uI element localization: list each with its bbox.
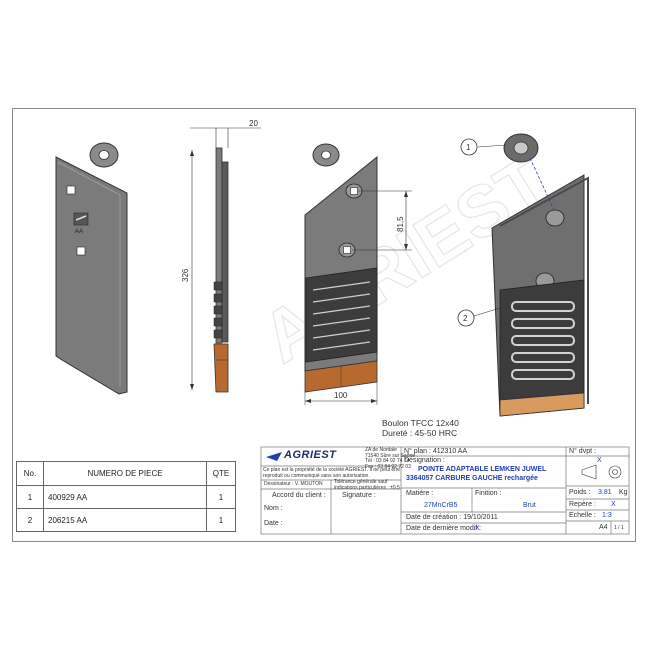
bolt-note: Boulon TFCC 12x40 Dureté : 45-50 HRC [382,418,459,438]
dvpt-label: N° dvpt : [569,448,596,455]
modif-label: Date de dernière modif : [406,525,482,532]
name-label: Nom : [264,505,283,512]
square-hole-bottom [76,246,86,256]
washer-front [89,142,119,168]
company-logo: AGRIEST [284,449,337,461]
plan-number: N° plan : 412310 AA [404,448,468,455]
row-no: 1 [16,485,44,509]
echelle-value: 1:3 [602,512,612,519]
view-side: 20 326 [181,119,261,393]
company-address: ZA de Nordale 71540 Sûre sur Saône Tél :… [365,447,416,470]
signature-label: Signature : [342,492,376,499]
echelle-label: Echelle : [569,512,596,519]
washer-assembly [312,143,340,167]
part-marking: AA [75,229,83,235]
bolt-note-line1: Boulon TFCC 12x40 [382,418,459,428]
balloon-1 [460,138,478,156]
view-assembly: 81,5 100 [304,143,412,405]
poids-label: Poids : [569,489,591,496]
view-isometric: 1 2 [457,133,589,417]
dim-hole-spacing: 81,5 [396,216,405,232]
poids-value: 3.81 [598,489,612,496]
row-part-number: 400929 AA [43,485,207,509]
dim-width: 100 [334,391,348,400]
balloon-2-label: 2 [463,314,468,323]
iso-washer [503,133,539,163]
matiere-label: Matière : [406,490,434,497]
iso-carbide-tip [499,392,585,417]
parts-table-header: No. NUMERO DE PIECE QTE [16,461,236,486]
dvpt-value: X [597,457,602,464]
creation-date: Date de création : 19/10/2011 [406,514,498,521]
matiere-value: 27MnCrB5 [424,502,458,509]
repere-value: X [611,501,616,508]
designation-line2: 3364057 CARBURE GAUCHE rechargée [406,475,538,482]
finition-label: Finition : [475,490,502,497]
paper-format: A4 [599,524,608,531]
row-qty: 1 [206,485,236,509]
carbide-plate [305,267,378,363]
projection-symbol [581,464,622,480]
row-no: 2 [16,508,44,532]
title-block-frame [260,446,630,535]
carbide-slots [312,281,371,351]
modif-value: X [475,525,480,532]
table-row: 2 206215 AA 1 [16,508,236,532]
side-carbide-ribs [213,281,223,339]
balloon-1-label: 1 [466,143,471,152]
finition-value: Brut [523,502,536,509]
iso-hole-top [545,209,565,227]
poids-unit: Kg [619,489,628,496]
dim-thickness: 20 [249,119,258,128]
row-part-number: 206215 AA [43,508,207,532]
repere-label: Repère : [569,501,596,508]
table-row: 1 400929 AA 1 [16,485,236,509]
agriest-mark [73,212,89,226]
designer-label: Dessinateur : V. MOUTON [264,481,323,487]
logo-icon [266,452,282,461]
header-part-number: NUMERO DE PIECE [43,461,207,486]
header-no: No. [16,461,44,486]
designation-line1: POINTE ADAPTABLE LEMKEN JUWEL [418,466,547,473]
bolt-note-line2: Dureté : 45-50 HRC [382,428,458,438]
side-carbide-tip [213,343,229,393]
client-label: Accord du client : [272,492,326,499]
row-qty: 1 [206,508,236,532]
sheet-number: 1 / 1 [614,525,624,531]
square-hole-top [66,185,76,195]
parts-table: No. NUMERO DE PIECE QTE 1 400929 AA 1 2 … [16,461,236,532]
view-front: AA [55,142,128,395]
iso-carbide-slots [511,301,575,380]
header-qty: QTE [206,461,236,486]
copyright-notice: Ce plan est la propriété de la société A… [263,467,401,479]
dim-height: 326 [181,268,190,282]
designation-label: Désignation : [404,457,445,464]
date-label: Date : [264,520,283,527]
tolerance-note: Tolérance générale sauf indications part… [334,479,400,491]
balloon-2 [457,309,475,327]
